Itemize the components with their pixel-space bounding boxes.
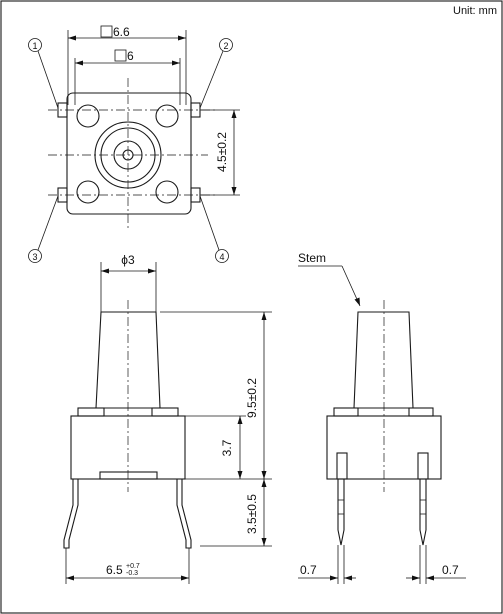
square-symbol-icon (114, 49, 127, 62)
dimension-lead-pitch-upper: +0.7 (126, 563, 140, 570)
lead-left (63, 479, 79, 549)
top-view: 6.6 6 4.5±0.2 (28, 25, 240, 263)
terminal-number: 1 (32, 41, 37, 51)
terminal-number: 2 (223, 41, 228, 51)
dimension-stem-height: 9.5±0.2 (245, 378, 259, 418)
terminal-number-marker (28, 38, 42, 52)
terminal-number-marker (215, 249, 229, 263)
terminal-number-marker (219, 38, 233, 52)
dimension-body-height: 3.7 (220, 439, 234, 456)
stem-callout-label: Stem (298, 251, 326, 265)
dimension-inner-width: 6 (127, 49, 134, 63)
dimension-lead-pitch-lower: -0.3 (126, 570, 138, 577)
terminal-number: 4 (219, 252, 224, 262)
terminal-number-marker (28, 249, 42, 263)
lead-left (337, 479, 345, 546)
unit-label: Unit: mm (453, 5, 497, 17)
front-view: ϕ3 9.5±0.2 3.7 3.5±0.5 (63, 253, 272, 584)
lead-right (176, 479, 192, 549)
terminal-number: 3 (32, 252, 37, 262)
dimension-lead-pitch: 6.5 (106, 563, 123, 577)
dimension-outer-width: 6.6 (113, 25, 130, 39)
dimension-lead-width-left: 0.7 (300, 563, 317, 577)
stem (353, 311, 414, 409)
lead-right (419, 479, 427, 546)
square-symbol-icon (100, 25, 113, 38)
switch-body (66, 92, 192, 215)
dimension-stem-diameter: ϕ3 (121, 253, 135, 267)
dimension-lead-width-right: 0.7 (442, 563, 459, 577)
dimension-lead-length: 3.5±0.5 (245, 494, 259, 534)
switch-housing (326, 415, 442, 480)
side-view: Stem 0.7 0.7 (298, 251, 466, 584)
dimension-pin-spacing: 4.5±0.2 (215, 132, 229, 172)
